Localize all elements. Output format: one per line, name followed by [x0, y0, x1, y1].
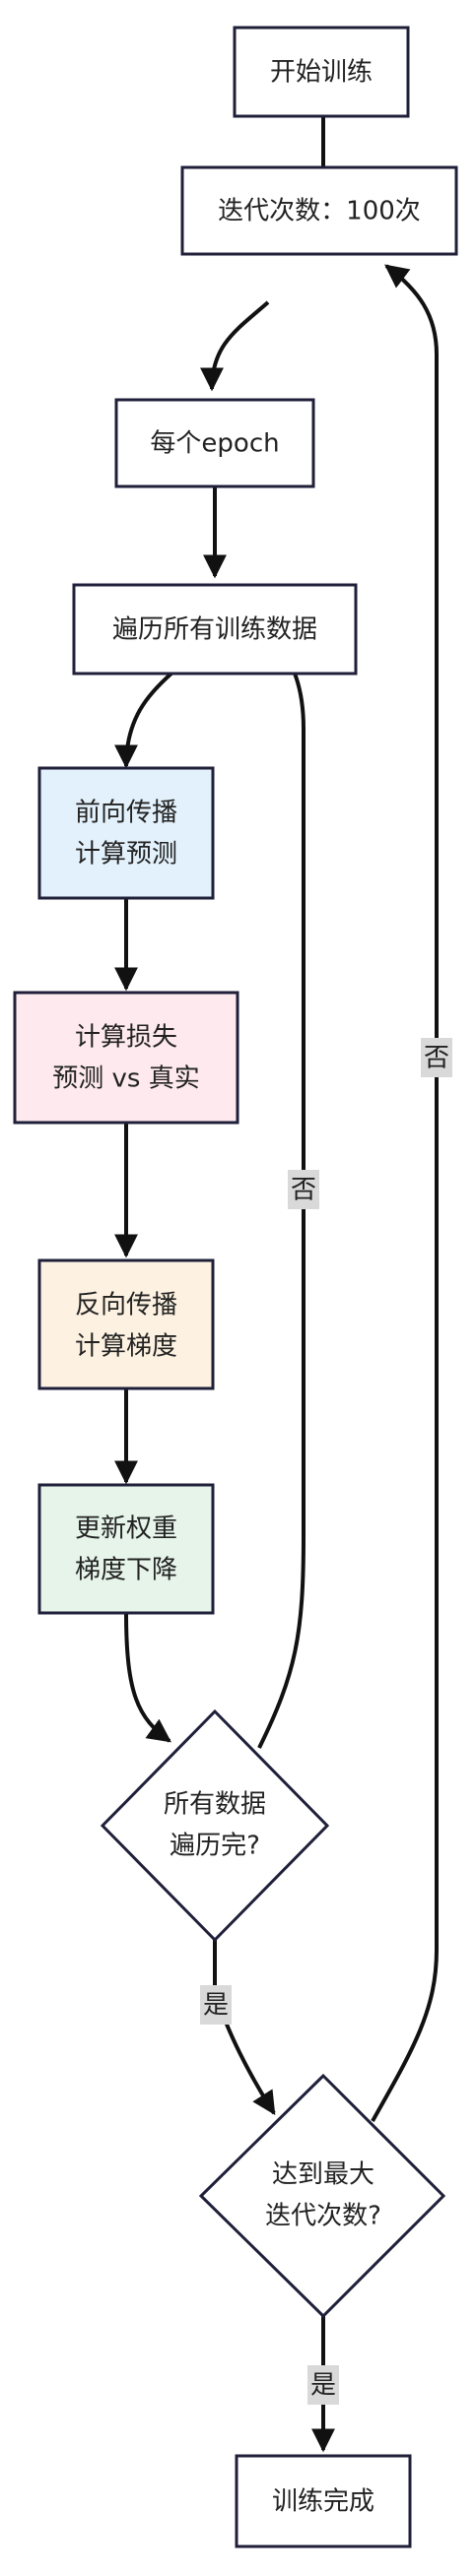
node-max-iter-decision: 达到最大 迭代次数? [198, 2073, 446, 2319]
edge-max-iter-no-to-iterate [371, 264, 439, 2122]
node-traverse: 遍历所有训练数据 [72, 583, 358, 676]
edge-traverse-to-forward [114, 671, 174, 769]
edge-label-all-data-yes: 是 [200, 1985, 232, 2025]
svg-text:所有数据: 所有数据 [164, 1790, 266, 1820]
svg-text:是: 是 [203, 1991, 229, 2021]
node-done: 训练完成 [235, 2454, 412, 2548]
node-epoch: 每个epoch [114, 398, 315, 488]
svg-text:计算损失: 计算损失 [75, 1023, 177, 1053]
node-all-data-decision: 所有数据 遍历完? [100, 1708, 330, 1943]
svg-text:迭代次数?: 迭代次数? [265, 2202, 381, 2231]
node-start: 开始训练 [233, 26, 410, 118]
svg-text:每个epoch: 每个epoch [150, 429, 279, 459]
svg-text:计算预测: 计算预测 [75, 840, 177, 869]
svg-text:更新权重: 更新权重 [75, 1514, 177, 1544]
edge-label-max-iter-yes: 是 [307, 2365, 339, 2405]
svg-text:遍历完?: 遍历完? [170, 1832, 260, 1861]
node-update: 更新权重 梯度下降 [37, 1483, 215, 1615]
svg-text:预测 vs 真实: 预测 vs 真实 [52, 1064, 199, 1094]
edge-label-max-iter-no: 否 [421, 1038, 452, 1077]
svg-text:是: 是 [310, 2371, 336, 2401]
svg-text:计算梯度: 计算梯度 [75, 1332, 177, 1362]
svg-text:否: 否 [291, 1176, 316, 1205]
node-loss: 计算损失 预测 vs 真实 [13, 991, 239, 1125]
svg-text:梯度下降: 梯度下降 [75, 1556, 177, 1585]
svg-text:前向传播: 前向传播 [75, 799, 177, 828]
svg-text:遍历所有训练数据: 遍历所有训练数据 [112, 615, 317, 645]
node-backward: 反向传播 计算梯度 [37, 1258, 215, 1390]
edge-iterate-to-epoch [200, 300, 270, 392]
svg-text:开始训练: 开始训练 [270, 58, 373, 88]
edge-update-to-all-data [124, 1612, 171, 1743]
edge-label-all-data-no: 否 [288, 1170, 319, 1209]
svg-text:达到最大: 达到最大 [272, 2160, 374, 2190]
node-iterate: 迭代次数：100次 [180, 165, 458, 256]
svg-text:反向传播: 反向传播 [75, 1291, 177, 1320]
svg-text:否: 否 [424, 1044, 449, 1073]
svg-text:迭代次数：100次: 迭代次数：100次 [218, 197, 421, 226]
svg-text:训练完成: 训练完成 [272, 2487, 374, 2517]
node-forward: 前向传播 计算预测 [37, 766, 215, 900]
